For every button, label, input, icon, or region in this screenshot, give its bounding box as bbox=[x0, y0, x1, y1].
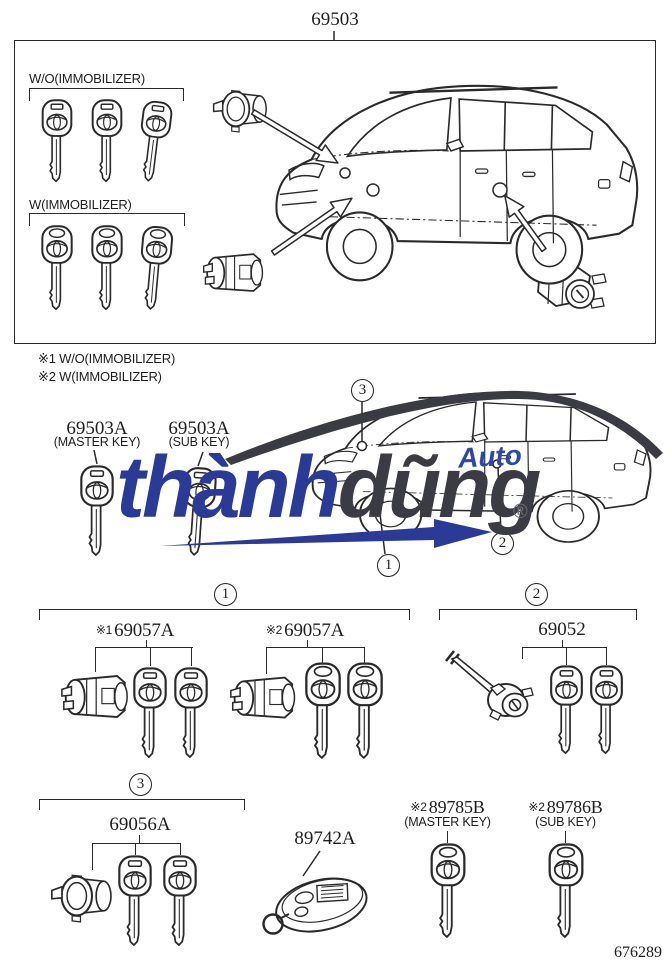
overview-box bbox=[14, 40, 656, 344]
main-part-number: 69503 bbox=[311, 9, 359, 30]
connector-line bbox=[191, 647, 192, 666]
connector-line bbox=[266, 647, 267, 674]
vehicle-illustration-top bbox=[248, 45, 658, 310]
key-illustration bbox=[36, 98, 78, 184]
part-number-text: 89786B bbox=[546, 797, 603, 817]
section-3-bracket bbox=[39, 799, 245, 810]
key-illustration bbox=[171, 666, 211, 760]
key-illustration bbox=[86, 224, 128, 312]
with-immobilizer-label: W(IMMOBILIZER) bbox=[29, 197, 132, 212]
key-illustration bbox=[586, 664, 627, 756]
sub-key-part-number: 69503A bbox=[168, 418, 230, 439]
connector-line bbox=[322, 647, 323, 663]
section-1-callout: 1 bbox=[214, 583, 237, 606]
part-number-89742a: 89742A bbox=[294, 828, 356, 849]
car-callout-3: 3 bbox=[351, 379, 374, 402]
connector-line bbox=[566, 647, 567, 665]
car-callout-1: 1 bbox=[377, 554, 400, 577]
part-number-69052: 69052 bbox=[538, 619, 586, 640]
connector-line bbox=[95, 647, 96, 672]
section-2-callout: 2 bbox=[525, 583, 548, 606]
variant-prefix: ※1 bbox=[95, 623, 113, 637]
glovebox-cylinder-drawing bbox=[50, 868, 122, 924]
without-immobilizer-label: W/O(IMMOBILIZER) bbox=[29, 71, 145, 86]
part-number-text: 69057A bbox=[114, 620, 175, 641]
connector-line bbox=[307, 640, 308, 647]
key-illustration bbox=[302, 661, 344, 761]
key-illustration bbox=[130, 223, 179, 313]
car-callout-2: 2 bbox=[491, 532, 514, 555]
ignition-cylinder-drawing bbox=[60, 670, 140, 724]
master-key-part-number: 69503A bbox=[66, 418, 128, 439]
master-key-name: (MASTER KEY) bbox=[53, 435, 141, 449]
leader-line bbox=[447, 831, 448, 843]
key-illustration bbox=[344, 661, 386, 761]
sub-key-name: (SUB KEY) bbox=[168, 435, 230, 449]
key-illustration bbox=[546, 664, 587, 756]
key-illustration bbox=[86, 98, 128, 184]
door-cylinder-rod-drawing bbox=[443, 648, 547, 726]
remote-transmitter-drawing bbox=[258, 860, 376, 944]
connector-line bbox=[92, 843, 180, 844]
note-without-immobilizer: ※1 W/O(IMMOBILIZER) bbox=[38, 351, 176, 366]
part-number-text: 69057A bbox=[284, 620, 345, 641]
connector-line bbox=[266, 647, 365, 648]
variant-prefix: ※2 bbox=[528, 800, 545, 814]
with-immobilizer-bracket bbox=[29, 213, 185, 226]
key-illustration bbox=[115, 854, 155, 948]
ignition-cylinder-drawing bbox=[229, 672, 307, 724]
page-code: 676289 bbox=[614, 944, 662, 961]
section-2-bracket bbox=[439, 609, 637, 620]
connector-line bbox=[95, 647, 193, 648]
connector-line bbox=[606, 647, 607, 665]
master-key-2-drawing bbox=[426, 842, 470, 940]
connector-line bbox=[180, 843, 181, 855]
leader-line bbox=[565, 831, 566, 843]
section-3-callout: 3 bbox=[129, 773, 152, 796]
variant-prefix: ※2 bbox=[265, 623, 283, 637]
without-immobilizer-bracket bbox=[29, 88, 184, 101]
connector-line bbox=[522, 647, 523, 659]
connector-line bbox=[146, 640, 147, 647]
watermark-part1: thành bbox=[116, 439, 341, 536]
watermark-tagline: Auto bbox=[457, 439, 523, 474]
part-number-text: 89785B bbox=[428, 797, 485, 817]
connector-line bbox=[522, 647, 606, 648]
key-illustration bbox=[130, 666, 170, 760]
registered-trademark-symbol: ® bbox=[513, 501, 528, 523]
section-1-bracket bbox=[39, 609, 410, 620]
part-number-69056a: 69056A bbox=[109, 814, 171, 835]
master-key-2-name: (MASTER KEY) bbox=[404, 815, 491, 829]
key-illustration bbox=[36, 224, 78, 312]
connector-line bbox=[150, 647, 151, 666]
connector-line bbox=[139, 835, 140, 843]
sub-key-2-drawing bbox=[544, 842, 588, 940]
connector-line bbox=[135, 843, 136, 855]
connector-line bbox=[92, 843, 93, 870]
note-with-immobilizer: ※2 W(IMMOBILIZER) bbox=[38, 369, 162, 384]
sub-key-2-name: (SUB KEY) bbox=[535, 815, 596, 829]
key-illustration bbox=[160, 854, 200, 948]
connector-line bbox=[562, 640, 563, 647]
connector-line bbox=[364, 647, 365, 663]
variant-prefix: ※2 bbox=[410, 800, 427, 814]
master-key-drawing bbox=[76, 464, 118, 558]
